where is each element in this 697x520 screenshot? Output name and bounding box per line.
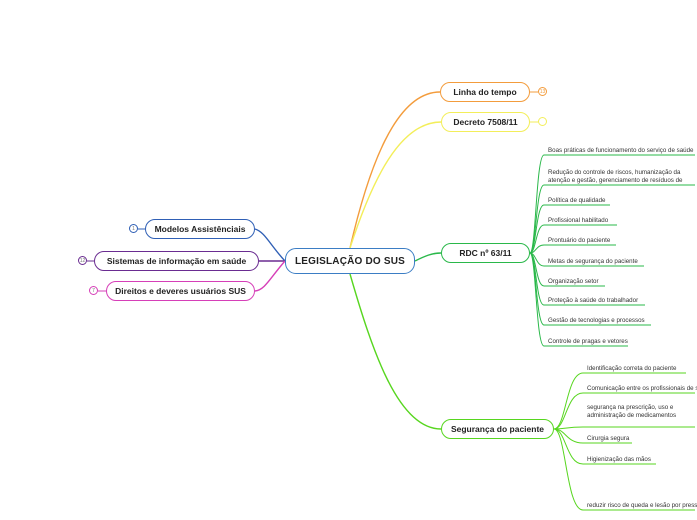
link-modelos <box>254 228 286 262</box>
child-count-badge[interactable]: 7 <box>89 286 98 295</box>
subtopic-rdc[interactable]: Organização setor <box>548 278 599 285</box>
subtopic-rdc[interactable]: Gestão de tecnologias e processos <box>548 317 645 324</box>
topic-linha-do-tempo[interactable]: Linha do tempo <box>440 82 530 102</box>
topic-decreto[interactable]: Decreto 7508/11 <box>441 112 530 132</box>
subtopic-rdc[interactable]: Política de qualidade <box>548 197 606 204</box>
subtopic-rdc[interactable]: Redução do controle de riscos, humanizaç… <box>548 169 683 184</box>
topic-modelos-assistenciais[interactable]: Modelos Assistênciais <box>145 219 255 239</box>
seguranca-child-links <box>553 372 695 511</box>
topic-direitos-deveres[interactable]: Direitos e deveres usuários SUS <box>106 281 255 301</box>
child-count-badge[interactable]: 1 <box>129 224 138 233</box>
link-linha <box>349 91 441 249</box>
child-count-badge[interactable]: 12 <box>78 256 87 265</box>
subtopic-rdc[interactable]: Metas de segurança do paciente <box>548 258 638 265</box>
subtopic-seguranca[interactable]: Cirurgia segura <box>587 435 630 442</box>
subtopic-seguranca[interactable]: Identificação correta do paciente <box>587 365 677 372</box>
topic-seguranca-paciente[interactable]: Segurança do paciente <box>441 419 554 439</box>
collapse-badge[interactable] <box>538 117 547 126</box>
subtopic-rdc[interactable]: Profissional habilitado <box>548 217 609 224</box>
child-count-badge[interactable]: 13 <box>538 87 547 96</box>
subtopic-rdc[interactable]: Boas práticas de funcionamento do serviç… <box>548 147 694 154</box>
subtopic-seguranca[interactable]: segurança na prescrição, uso e administr… <box>587 404 677 419</box>
subtopic-rdc[interactable]: Proteção à saúde do trabalhador <box>548 297 639 304</box>
subtopic-seguranca[interactable]: Comunicação entre os profissionais de sa… <box>587 385 697 392</box>
central-topic[interactable]: LEGISLAÇÃO DO SUS <box>285 248 415 274</box>
rdc-child-links <box>529 154 695 347</box>
link-seguranca <box>349 273 442 430</box>
topic-rdc[interactable]: RDC nº 63/11 <box>441 243 530 263</box>
link-decreto <box>349 121 442 249</box>
subtopic-rdc[interactable]: Prontuário do paciente <box>548 237 611 244</box>
subtopic-rdc[interactable]: Controle de pragas e vetores <box>548 338 628 345</box>
subtopic-seguranca[interactable]: Higienização das mãos <box>587 456 651 463</box>
topic-sistemas-informacao[interactable]: Sistemas de informação em saúde <box>94 251 259 271</box>
subtopic-seguranca[interactable]: reduzir risco de queda e lesão por press… <box>587 502 697 509</box>
link-rdc <box>414 252 442 262</box>
link-direitos <box>254 260 286 292</box>
